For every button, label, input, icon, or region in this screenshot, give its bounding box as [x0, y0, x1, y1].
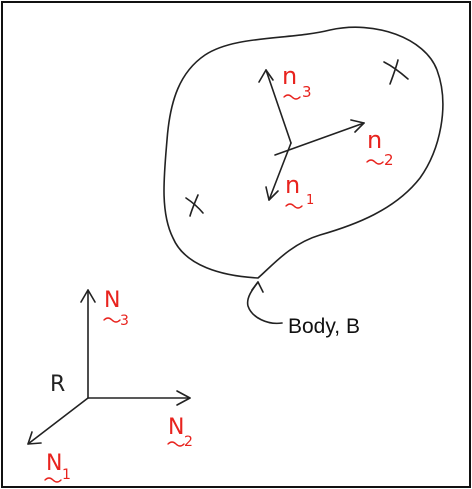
n1-arrowhead — [265, 186, 279, 201]
label-N3-index: 3 — [120, 313, 129, 329]
marker-x-left — [185, 194, 204, 217]
N2-arrowhead — [176, 390, 191, 406]
label-n2-tilde — [366, 159, 384, 165]
label-N2-symbol: N — [168, 415, 184, 440]
n3-axis — [265, 69, 292, 144]
label-N2-tilde — [167, 441, 185, 447]
label-n1-index: 1 — [306, 193, 314, 208]
N1-axis — [27, 397, 89, 445]
label-N3-tilde — [103, 317, 121, 323]
N1-arrowhead — [27, 431, 42, 445]
body-outline — [163, 26, 444, 279]
marker-x-right — [383, 59, 409, 85]
inertial-frame-axes — [27, 289, 191, 445]
label-n1: n 1 — [285, 171, 314, 209]
N3-arrowhead — [80, 289, 96, 303]
body-frame-axes — [258, 69, 365, 201]
label-N1: N 1 — [44, 451, 71, 483]
label-n2: n 2 — [366, 126, 394, 169]
label-N2-index: 2 — [184, 434, 193, 450]
label-n3-symbol: n — [282, 62, 297, 90]
label-n1-symbol: n — [285, 171, 300, 199]
label-n3-tilde — [283, 94, 301, 100]
body-label: Body, B — [288, 315, 360, 338]
body-leader-arrowhead — [251, 281, 264, 293]
label-n2-symbol: n — [367, 126, 382, 154]
label-n3-index: 3 — [302, 83, 312, 101]
n3-arrowhead — [258, 69, 274, 83]
label-n2-index: 2 — [384, 151, 394, 169]
label-N3: N 3 — [103, 288, 129, 329]
label-N2: N 2 — [167, 415, 193, 450]
n2-axis — [274, 122, 365, 156]
origin-label: R — [50, 372, 65, 397]
n2-arrowhead — [350, 119, 365, 133]
n1-axis — [268, 142, 292, 201]
label-n3: n 3 — [282, 62, 312, 101]
label-n1-tilde — [285, 203, 303, 209]
label-N1-tilde — [44, 477, 62, 483]
label-N1-index: 1 — [62, 467, 71, 483]
label-N3-symbol: N — [104, 288, 120, 313]
label-N1-symbol: N — [46, 451, 62, 476]
